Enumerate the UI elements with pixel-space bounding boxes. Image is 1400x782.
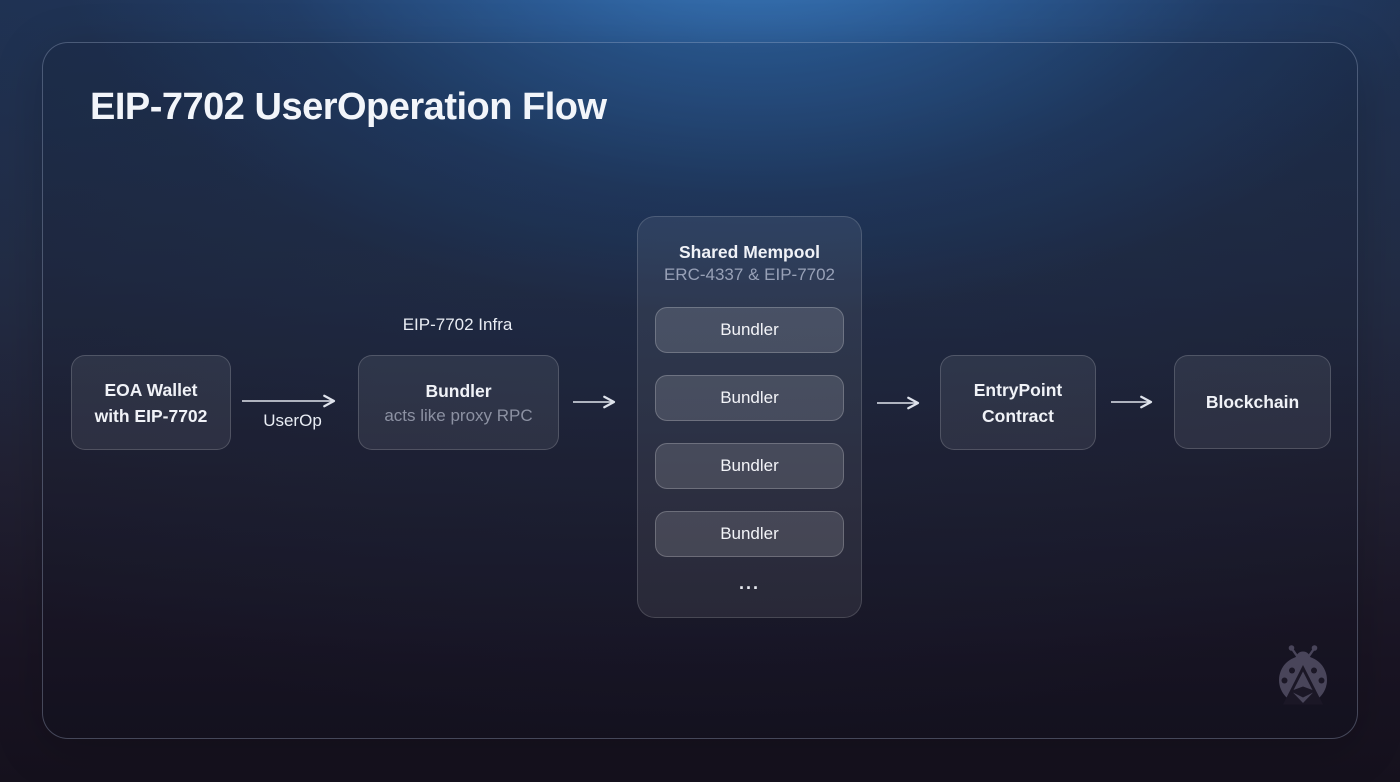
bundler-chip: Bundler — [655, 511, 844, 557]
bundler-chip: Bundler — [655, 307, 844, 353]
eoa-wallet-line1: EOA Wallet — [104, 379, 198, 400]
eoa-wallet-line2: with EIP-7702 — [94, 405, 208, 426]
diagram-panel — [42, 42, 1358, 739]
ladybug-ethereum-logo — [1279, 645, 1327, 705]
bundler-chip: Bundler — [655, 375, 844, 421]
blockchain-label: Blockchain — [1205, 392, 1300, 412]
bundler-infra-title: Bundler — [425, 380, 492, 401]
shared-mempool-panel: Shared Mempool ERC-4337 & EIP-7702 Bundl… — [637, 216, 862, 618]
bundler-infra-subtitle: acts like proxy RPC — [384, 405, 533, 425]
eoa-wallet-node: EOA Wallet with EIP-7702 — [71, 355, 231, 450]
bundler-infra-node: Bundler acts like proxy RPC — [358, 355, 559, 450]
entrypoint-line1: EntryPoint — [973, 379, 1063, 400]
page-title: EIP-7702 UserOperation Flow — [90, 86, 607, 128]
mempool-title: Shared Mempool — [679, 242, 820, 262]
entrypoint-node: EntryPoint Contract — [940, 355, 1096, 450]
bundler-chip: Bundler — [655, 443, 844, 489]
entrypoint-line2: Contract — [982, 405, 1054, 426]
blockchain-node: Blockchain — [1174, 355, 1331, 449]
infra-label: EIP-7702 Infra — [402, 315, 513, 334]
mempool-ellipsis: ... — [738, 573, 760, 593]
mempool-subtitle: ERC-4337 & EIP-7702 — [663, 265, 836, 284]
userop-arrow-label: UserOp — [263, 411, 322, 430]
